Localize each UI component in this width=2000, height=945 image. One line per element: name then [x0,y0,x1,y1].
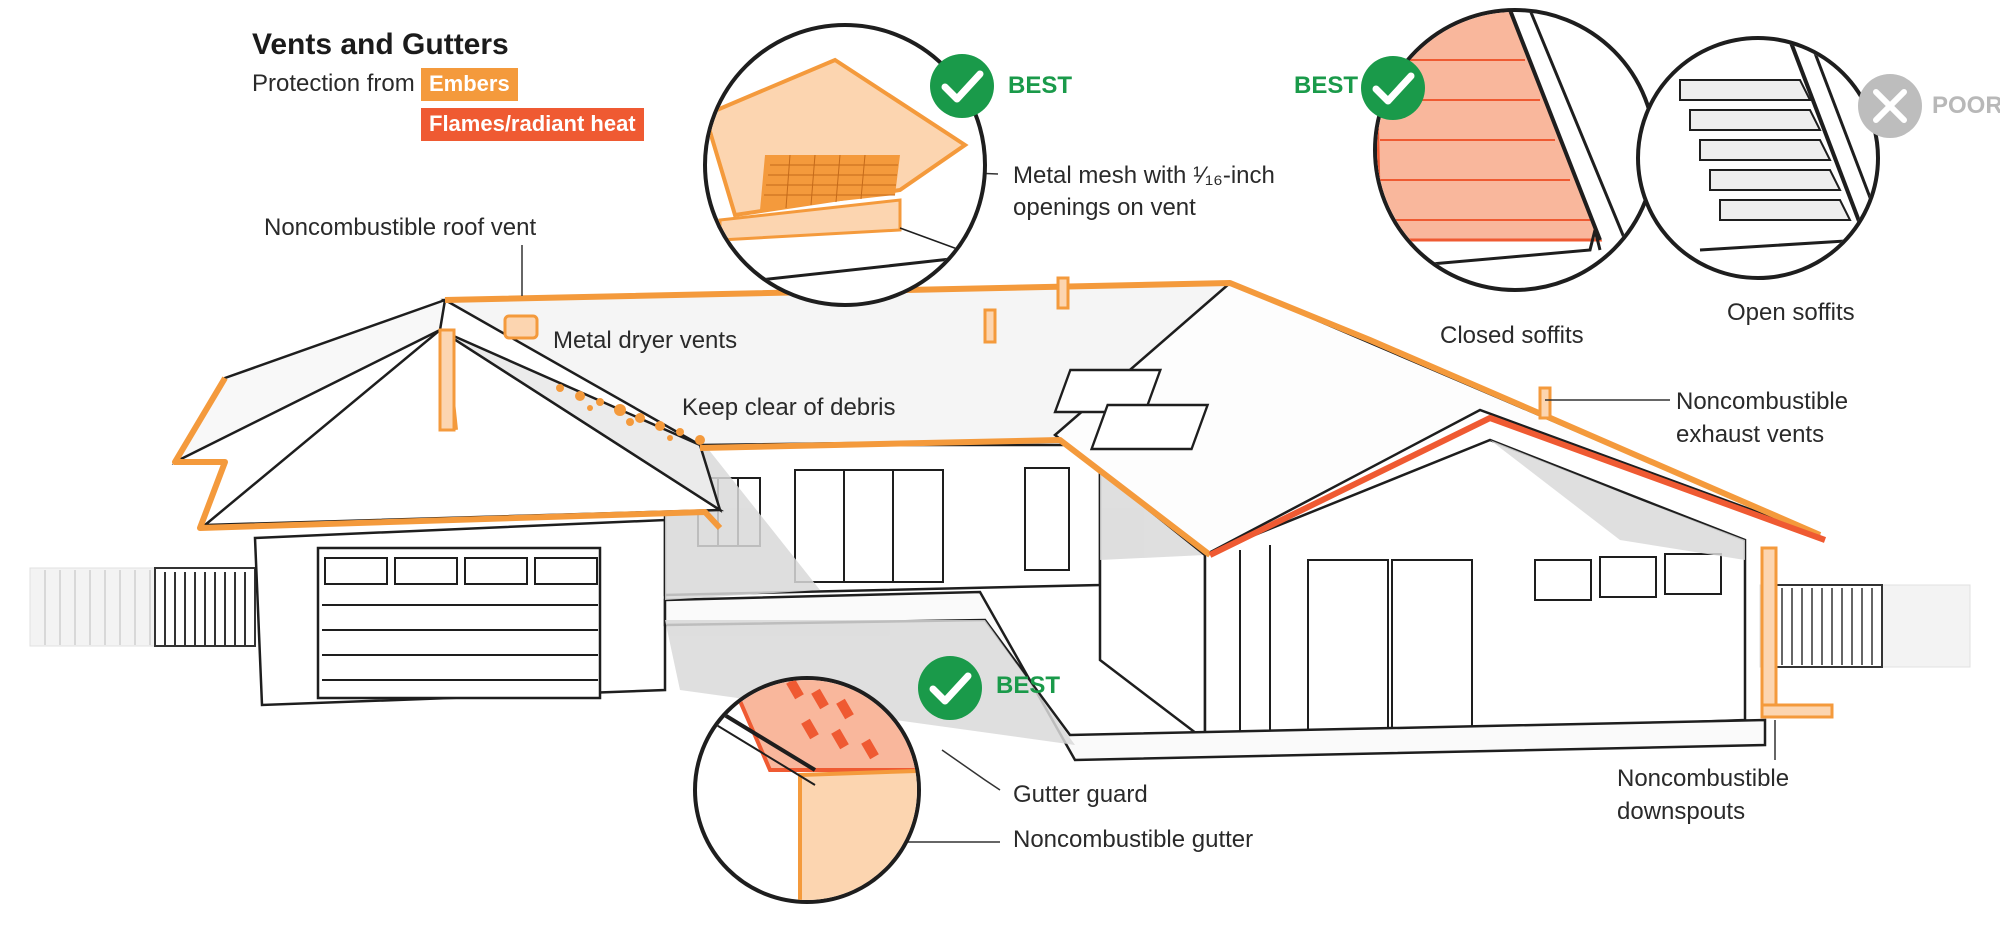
label-gutter-guard: Gutter guard [1013,781,1148,808]
check-circle-icon [1361,56,1425,120]
x-circle-icon [1858,74,1922,138]
legend-flames-chip: Flames/radiant heat [421,108,644,141]
label-closed-soffits: Closed soffits [1440,322,1584,349]
legend-subtitle: Protection from [252,70,415,97]
gutter-detail-circle [693,676,921,904]
label-downspouts-line2: downspouts [1617,798,1746,825]
roof [171,281,1821,557]
label-debris: Keep clear of debris [682,394,896,421]
check-circle-icon [930,54,994,118]
label-mesh-line2: openings on vent [1013,194,1196,221]
label-downspouts-line1: Noncombustible [1617,765,1790,792]
label-roof-vent: Noncombustible roof vent [264,214,537,241]
roof-vents [438,276,1552,432]
check-circle-icon [918,656,982,720]
page-title: Vents and Gutters [252,28,509,61]
soffit-poor-badge: POOR [1932,92,2000,119]
vent-detail-circle [703,23,987,307]
debris [556,384,705,445]
right-fence [1759,584,1971,668]
flame-roof-edges [1208,415,1827,558]
label-exhaust-line1: Noncombustible [1676,388,1849,415]
vent-best-badge: BEST [1008,72,1073,99]
left-fence [29,567,256,647]
label-mesh-line1: Metal mesh with ¹⁄₁₆-inch [1013,162,1275,189]
gutter-best-badge: BEST [996,672,1061,699]
label-gutter: Noncombustible gutter [1013,826,1254,853]
downspout [1760,546,1834,719]
legend-embers-chip: Embers [421,68,518,101]
closed-soffits-circle [1373,8,1657,292]
house-walls [253,438,1767,762]
label-exhaust-line2: exhaust vents [1676,421,1825,448]
label-dryer-vents: Metal dryer vents [553,327,738,354]
label-open-soffits: Open soffits [1727,299,1855,326]
open-soffits-circle [1636,36,1880,280]
soffit-best-badge: BEST [1294,72,1359,99]
